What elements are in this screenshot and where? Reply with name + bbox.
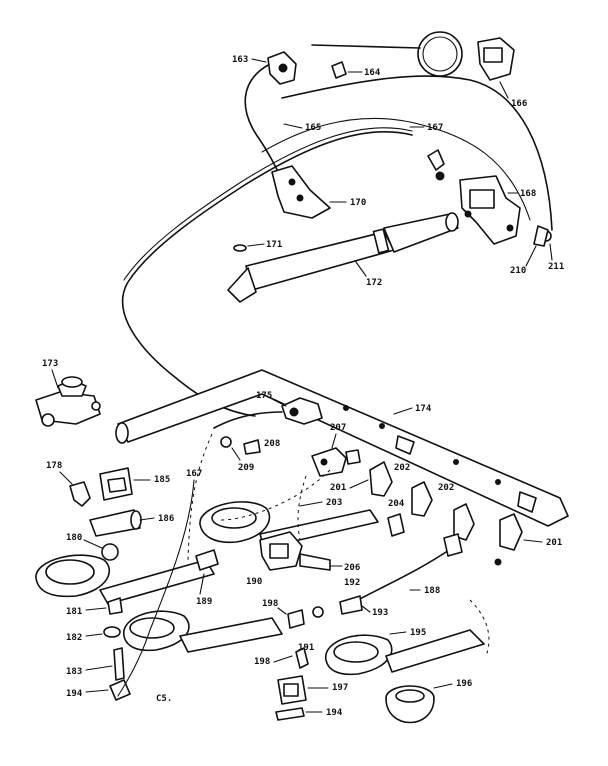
label-166: 166 bbox=[511, 99, 527, 109]
label-188: 188 bbox=[424, 586, 440, 596]
label-182: 182 bbox=[66, 633, 82, 643]
part-191 bbox=[295, 647, 309, 669]
label-211: 211 bbox=[548, 262, 564, 272]
label-206: 206 bbox=[344, 563, 360, 573]
part-164-clip bbox=[331, 61, 347, 79]
label-171: 171 bbox=[266, 240, 282, 250]
label-181: 181 bbox=[66, 607, 82, 617]
label-163: 163 bbox=[232, 55, 248, 65]
label-193: 193 bbox=[372, 608, 388, 618]
label-183: 183 bbox=[66, 667, 82, 677]
part-163-bracket bbox=[267, 51, 297, 85]
label-196: 194 bbox=[326, 708, 343, 718]
part-204 bbox=[387, 513, 405, 537]
label-175: 175 bbox=[256, 391, 272, 401]
part-192-193 bbox=[312, 595, 363, 618]
long-tube bbox=[122, 131, 413, 417]
part-166-valve bbox=[311, 31, 515, 81]
tube-165 bbox=[244, 63, 283, 181]
wire-left bbox=[117, 479, 195, 697]
part-167-fitting bbox=[427, 149, 445, 181]
part-186-connector bbox=[89, 509, 142, 537]
part-182 bbox=[103, 626, 121, 638]
part-168-valve bbox=[459, 175, 521, 245]
label-174: 174 bbox=[415, 404, 432, 414]
label-165: 165 bbox=[305, 123, 321, 133]
part-202-valves bbox=[411, 481, 475, 541]
label-201b: 201 bbox=[546, 538, 562, 548]
label-173: 173 bbox=[42, 359, 58, 369]
label-194: 195 bbox=[410, 628, 426, 638]
part-184 bbox=[109, 679, 131, 701]
part-207-valve bbox=[311, 447, 361, 477]
part-197 bbox=[277, 675, 307, 705]
label-202: 202 bbox=[394, 463, 410, 473]
part-183 bbox=[113, 647, 125, 681]
label-180: 180 bbox=[66, 533, 82, 543]
label-189: 189 bbox=[196, 597, 212, 607]
label-197: 197 bbox=[332, 683, 348, 693]
label-178: 178 bbox=[46, 461, 62, 471]
tube-top-right bbox=[281, 75, 553, 231]
part-173-regulator bbox=[35, 376, 101, 427]
label-186: 186 bbox=[158, 514, 174, 524]
label-209: 209 bbox=[238, 463, 254, 473]
label-184: 194 bbox=[66, 689, 83, 699]
label-190: 190 bbox=[246, 577, 262, 587]
label-168: 168 bbox=[520, 189, 536, 199]
part-171-washer bbox=[233, 244, 247, 252]
part-172-burner-tube bbox=[227, 212, 459, 303]
part-195-cap bbox=[385, 685, 435, 724]
part-175-fitting bbox=[213, 397, 323, 429]
label-164: 164 bbox=[364, 68, 381, 78]
label-202b: 202 bbox=[438, 483, 454, 493]
label-198b: 198 bbox=[254, 657, 270, 667]
part-188-fitting bbox=[195, 549, 219, 571]
tube-right-loop bbox=[261, 117, 531, 221]
label-170: 170 bbox=[350, 198, 366, 208]
part-196 bbox=[275, 707, 305, 721]
part-189-valve bbox=[259, 531, 303, 571]
label-210: 210 bbox=[510, 266, 526, 276]
label-201: 201 bbox=[330, 483, 346, 493]
part-185-bracket bbox=[99, 467, 133, 501]
part-210-211 bbox=[533, 225, 552, 247]
part-labels: 163 164 166 165 167 168 170 171 172 210 … bbox=[42, 55, 564, 718]
part-190 bbox=[299, 553, 331, 571]
part-181 bbox=[107, 597, 123, 615]
label-192: 192 bbox=[344, 578, 360, 588]
label-185: 185 bbox=[154, 475, 170, 485]
label-198: 198 bbox=[262, 599, 278, 609]
label-167b: 167 bbox=[186, 469, 202, 479]
dashed-lines bbox=[187, 433, 490, 657]
part-198 bbox=[287, 609, 305, 629]
label-208: 208 bbox=[264, 439, 280, 449]
label-191: 191 bbox=[298, 643, 314, 653]
burner-bottom-left bbox=[123, 610, 283, 653]
label-203: 203 bbox=[326, 498, 342, 508]
part-178-bracket bbox=[69, 481, 91, 507]
part-170-bracket bbox=[271, 165, 331, 219]
caption-c5: C5. bbox=[156, 694, 172, 704]
label-167: 167 bbox=[427, 123, 443, 133]
long-tube-inner bbox=[123, 127, 413, 281]
burner-arm-left bbox=[99, 559, 215, 605]
part-174-manifold bbox=[115, 369, 569, 527]
burner-180 bbox=[35, 543, 119, 598]
part-208-209 bbox=[220, 436, 261, 455]
label-204: 204 bbox=[388, 499, 405, 509]
label-195: 196 bbox=[456, 679, 472, 689]
label-172: 172 bbox=[366, 278, 382, 288]
part-203-tube bbox=[357, 533, 463, 601]
part-201-valve bbox=[369, 461, 523, 566]
label-207: 207 bbox=[330, 423, 346, 433]
burner-194 bbox=[325, 629, 485, 676]
